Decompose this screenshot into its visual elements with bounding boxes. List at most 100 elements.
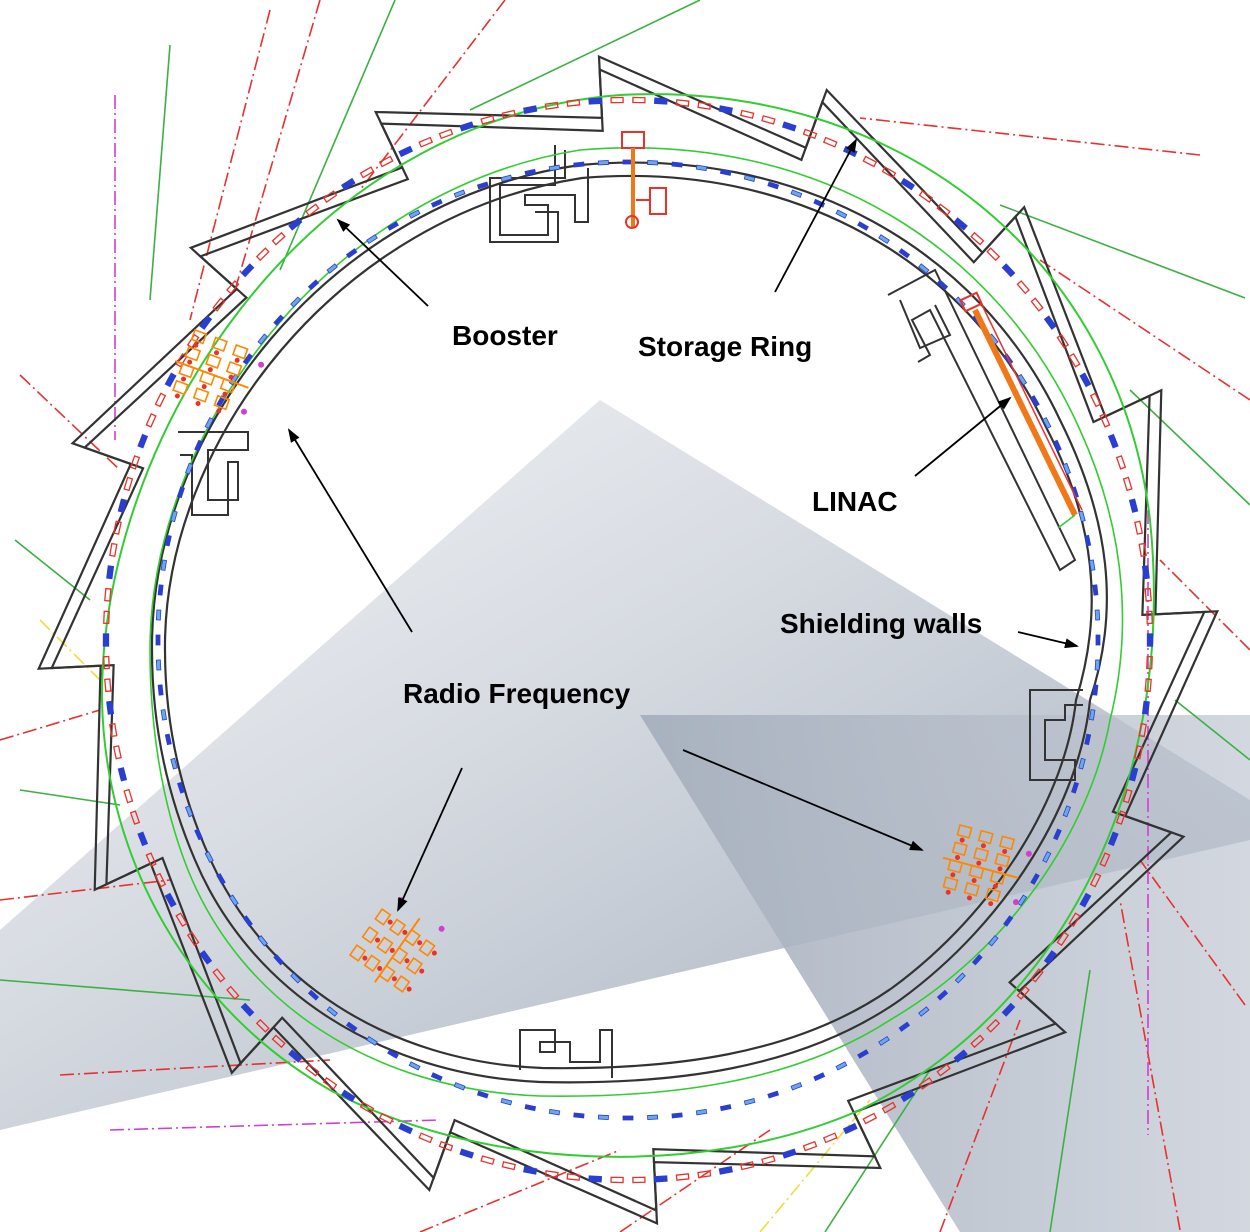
storage-ring-magnet — [544, 101, 559, 110]
storage-ring-magnet — [1141, 700, 1150, 715]
booster-magnet — [290, 296, 302, 308]
booster-magnet — [500, 1097, 513, 1106]
booster-magnet — [185, 805, 194, 818]
rf-cavity — [984, 887, 1002, 903]
booster-magnet — [1053, 439, 1062, 452]
storage-ring-magnet — [718, 1166, 733, 1175]
background-band — [640, 715, 1250, 1232]
beamline-ray — [1049, 969, 1091, 1232]
storage-ring-magnet — [697, 1170, 712, 1179]
booster-magnet — [918, 263, 930, 274]
injection-kicker — [621, 131, 645, 149]
storage-ring-magnet — [1146, 655, 1153, 670]
booster-magnet — [157, 584, 164, 596]
storage-ring-magnet — [881, 1101, 897, 1114]
storage-ring-magnet — [1134, 745, 1144, 760]
storage-ring-magnet — [588, 97, 603, 105]
booster-magnet — [1053, 828, 1062, 841]
rf-port — [193, 342, 199, 348]
booster-magnet — [1078, 757, 1086, 770]
booster-magnet — [345, 1021, 358, 1032]
storage-ring-magnet — [305, 1063, 320, 1077]
storage-ring-magnet — [398, 1122, 414, 1135]
rf-port — [431, 950, 437, 956]
storage-ring-magnet — [145, 413, 157, 428]
rf-cavity — [942, 876, 959, 891]
arrow-shielding-walls — [1017, 631, 1079, 649]
booster-magnet — [185, 462, 194, 475]
magnet-lattice — [102, 96, 1154, 1184]
booster-magnet — [408, 1061, 421, 1071]
rf-port — [391, 976, 397, 982]
rf-port — [377, 965, 383, 971]
storage-ring-magnet — [145, 852, 157, 867]
booster-magnet — [1095, 634, 1101, 646]
booster-magnet — [257, 333, 268, 345]
beamline-ray — [469, 0, 701, 111]
storage-ring-magnet — [936, 1063, 951, 1077]
booster-magnet — [898, 1021, 911, 1032]
beamline-ray — [14, 539, 91, 601]
storage-ring-magnet — [103, 610, 110, 625]
booster-magnet — [366, 1035, 378, 1046]
booster-magnet — [476, 181, 489, 190]
storage-ring-magnet — [340, 1089, 356, 1103]
storage-ring-magnet — [340, 177, 356, 191]
beamline-ray — [824, 1069, 931, 1232]
storage-ring-magnet — [106, 700, 115, 715]
booster-magnet — [988, 935, 999, 947]
rf-cavity — [374, 908, 392, 926]
storage-ring-magnet — [288, 217, 303, 231]
storage-ring-magnet — [212, 968, 226, 983]
booster-magnet — [835, 209, 848, 219]
rf-cavity — [192, 387, 210, 403]
storage-ring-magnet — [123, 788, 134, 804]
storage-ring-magnet — [566, 99, 581, 107]
booster-magnet — [290, 972, 302, 984]
booster-magnet — [204, 417, 214, 429]
booster-magnet — [936, 989, 949, 1001]
storage-ring-magnet — [226, 280, 240, 295]
rf-cavity — [998, 835, 1016, 851]
storage-ring-magnet — [697, 101, 712, 110]
storage-ring-magnet — [718, 105, 733, 114]
booster-magnet — [918, 1006, 930, 1017]
storage-ring-magnet — [103, 655, 110, 670]
booster-magnet — [695, 1108, 708, 1116]
storage-ring-magnet — [1107, 433, 1119, 449]
rf-port — [966, 895, 972, 901]
booster-magnet — [216, 873, 226, 885]
rf-marker — [258, 361, 265, 368]
rf-cavity — [393, 975, 411, 993]
storage-ring-magnet — [1146, 633, 1154, 647]
storage-ring-magnet — [359, 166, 375, 179]
storage-ring-magnet — [1138, 542, 1147, 557]
maze-linac-inner — [899, 299, 952, 350]
booster-magnet — [767, 181, 780, 190]
rf-clusters — [172, 328, 1032, 993]
storage-ring-magnet — [936, 203, 951, 217]
storage-ring-magnet — [1144, 587, 1152, 602]
booster-magnet — [307, 989, 320, 1001]
storage-ring-magnet — [1056, 931, 1070, 947]
storage-ring-magnet — [501, 1161, 516, 1171]
booster-magnet — [160, 709, 168, 721]
booster-magnet — [326, 263, 338, 274]
booster-magnet — [1062, 805, 1071, 818]
storage-ring-magnet — [1134, 520, 1144, 535]
storage-ring-magnet — [129, 455, 141, 470]
linac-body-outline — [981, 304, 1083, 511]
booster-magnet — [835, 1061, 848, 1071]
background-wedge — [0, 400, 1250, 1130]
beamline-ray — [419, 1149, 621, 1232]
rf-cavity — [973, 847, 990, 862]
storage-ring-magnet — [1030, 297, 1044, 312]
storage-ring-magnet — [675, 1173, 690, 1181]
rf-cavity — [951, 841, 968, 857]
storage-ring-magnet — [822, 136, 838, 148]
storage-ring-magnet — [566, 1173, 581, 1181]
rf-port — [181, 376, 187, 382]
storage-ring-magnet — [1122, 788, 1133, 804]
